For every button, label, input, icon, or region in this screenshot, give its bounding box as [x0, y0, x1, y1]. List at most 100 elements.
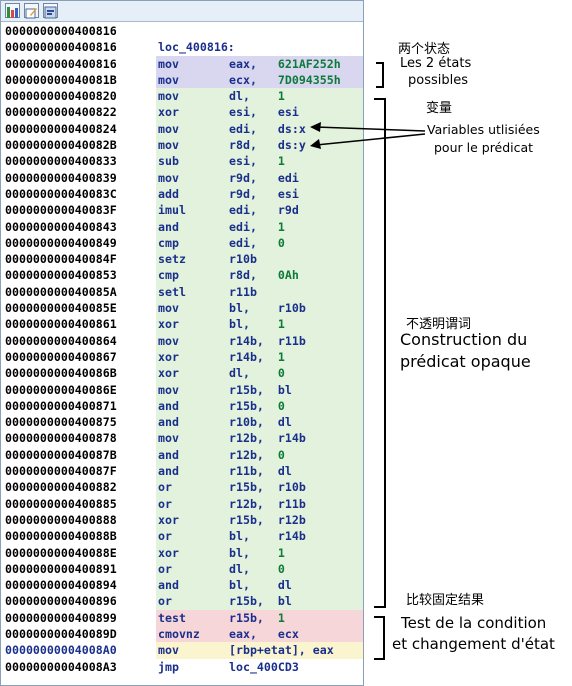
code-row[interactable]: 0000000000400882 or r15b, r10b — [1, 479, 363, 496]
code-address: 000000000040087B — [5, 447, 117, 462]
code-operand-1: esi, — [229, 105, 257, 120]
code-address: 0000000000400875 — [5, 415, 117, 430]
code-address: 000000000040089D — [5, 626, 117, 641]
code-mnemonic: test — [158, 610, 186, 625]
code-label[interactable]: loc_400816: — [158, 40, 235, 55]
row-highlight — [156, 332, 363, 349]
code-mnemonic: cmovnz — [158, 626, 200, 641]
hex-view-icon[interactable] — [43, 3, 58, 19]
code-address: 0000000000400871 — [5, 398, 117, 413]
code-operands: r14b, r11b — [229, 333, 306, 349]
row-highlight — [156, 479, 363, 496]
row-highlight — [156, 283, 363, 301]
code-operand-1: bl, — [229, 317, 250, 332]
code-mnemonic: xor — [158, 545, 179, 560]
code-operands: r12b, 0 — [229, 447, 285, 463]
code-mnemonic: imul — [158, 203, 186, 218]
code-operand-2: dl — [277, 464, 292, 479]
code-address: 0000000000400882 — [5, 480, 117, 495]
code-operand-1: [rbp+etat], — [229, 643, 306, 658]
code-operands: eax, ecx — [229, 626, 299, 642]
annotation-states-fr-1: Les 2 états — [400, 56, 472, 71]
annotation-test-cn: 比较固定结果 — [406, 593, 485, 608]
row-highlight — [156, 609, 363, 626]
code-operand-2: eax — [312, 643, 334, 658]
code-operands: r15b, r12b — [229, 512, 306, 528]
code-operands: r9d, edi — [229, 170, 299, 186]
code-mnemonic: or — [158, 480, 172, 495]
annotation-states-cn: 两个状态 — [398, 42, 451, 57]
row-highlight — [156, 218, 363, 235]
code-operand-2: 1 — [277, 545, 285, 560]
code-address: 0000000000400833 — [5, 154, 117, 169]
bracket-test — [374, 616, 385, 660]
code-address: 0000000000400822 — [5, 105, 117, 120]
row-highlight — [156, 169, 363, 186]
code-mnemonic: mov — [158, 121, 179, 136]
code-operands: bl, 1 — [229, 545, 285, 561]
bracket-states — [376, 62, 384, 88]
code-operand-1: bl, — [229, 529, 250, 544]
code-mnemonic: and — [158, 219, 179, 234]
row-highlight — [156, 560, 363, 578]
code-operand-1: r10b — [229, 252, 257, 267]
code-row[interactable]: 0000000000400816 — [1, 23, 363, 39]
code-operands: r15b, r10b — [229, 479, 306, 495]
code-operands: bl, dl — [229, 577, 292, 593]
graph-icon[interactable] — [5, 3, 20, 18]
code-operand-2: r12b — [277, 512, 306, 527]
code-address: 000000000040083C — [5, 186, 117, 201]
code-operand-2: ds:x — [277, 121, 306, 136]
code-operands: [rbp+etat], eax — [229, 642, 334, 658]
row-highlight — [156, 234, 363, 252]
code-row[interactable]: 000000000040089D cmovnz eax, ecx — [1, 625, 363, 643]
code-address: 0000000000400849 — [5, 235, 117, 250]
edit-icon[interactable] — [24, 3, 39, 19]
code-operand-1: edi, — [229, 203, 257, 218]
code-operand-2: 0 — [277, 235, 285, 250]
code-mnemonic: mov — [158, 72, 179, 87]
code-operands: bl, r14b — [229, 528, 306, 544]
code-operand-1: r8d, — [229, 138, 257, 153]
code-operand-1: r15b, — [229, 610, 264, 625]
code-operand-2: 621AF252h — [277, 56, 341, 71]
code-operand-1: r11b, — [229, 464, 264, 479]
